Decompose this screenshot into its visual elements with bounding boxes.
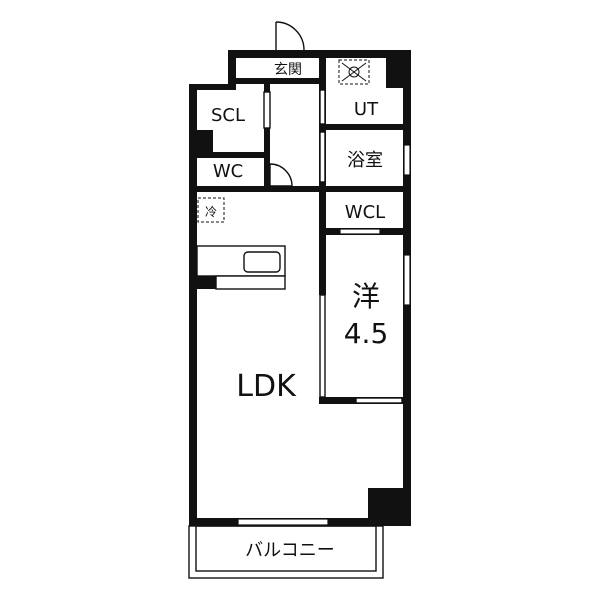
hall-left-wall xyxy=(264,78,270,190)
western-left-wall-upper xyxy=(319,235,326,295)
bath-window xyxy=(403,144,411,176)
wcl-door[interactable] xyxy=(339,228,381,235)
scl-label: SCL xyxy=(211,105,245,126)
wc-bottom-wall xyxy=(197,186,327,192)
kitchen-sink-icon xyxy=(243,251,281,273)
western-closet-door[interactable] xyxy=(355,397,403,404)
left-wall xyxy=(189,86,197,526)
fridge-label: 冷 xyxy=(205,205,217,219)
wcl-label: WCL xyxy=(345,202,385,223)
western-room-size: 4.5 xyxy=(344,317,389,350)
scl-corner-column xyxy=(189,130,213,156)
entrance-step xyxy=(236,78,324,84)
sliding-doors xyxy=(263,89,403,404)
balcony-label: バルコニー xyxy=(245,540,335,561)
ut-bottom-wall xyxy=(326,124,411,130)
upper-right-column xyxy=(386,50,411,88)
bath-door[interactable] xyxy=(319,131,326,183)
washer-pan-icon xyxy=(338,59,370,85)
ldk-label: LDK xyxy=(236,369,297,404)
top-left-wall xyxy=(189,84,234,90)
western-window xyxy=(403,254,411,306)
entrance-left-wall xyxy=(228,50,236,90)
western-room-name: 洋 xyxy=(352,280,380,313)
scl-sliding-door[interactable] xyxy=(263,91,271,129)
lower-right-column xyxy=(368,488,411,526)
ldk-window xyxy=(237,518,329,526)
bath-label: 浴室 xyxy=(347,150,383,171)
entrance-label: 玄関 xyxy=(274,61,302,78)
top-wall xyxy=(228,50,410,58)
bath-bottom-wall xyxy=(326,186,411,192)
balcony xyxy=(188,525,384,579)
windows xyxy=(237,144,411,526)
scl-wc-wall xyxy=(197,152,270,158)
western-sliding-door[interactable] xyxy=(319,294,326,398)
ut-label: UT xyxy=(354,99,379,120)
kitchen-counter-end xyxy=(197,275,216,289)
wc-door-swing-icon[interactable] xyxy=(269,163,293,187)
wc-label: WC xyxy=(213,161,243,182)
door-swing-icon[interactable] xyxy=(275,21,305,51)
ut-sliding-door[interactable] xyxy=(319,89,326,125)
kitchen-counter xyxy=(196,245,286,290)
fridge-space xyxy=(197,197,225,223)
